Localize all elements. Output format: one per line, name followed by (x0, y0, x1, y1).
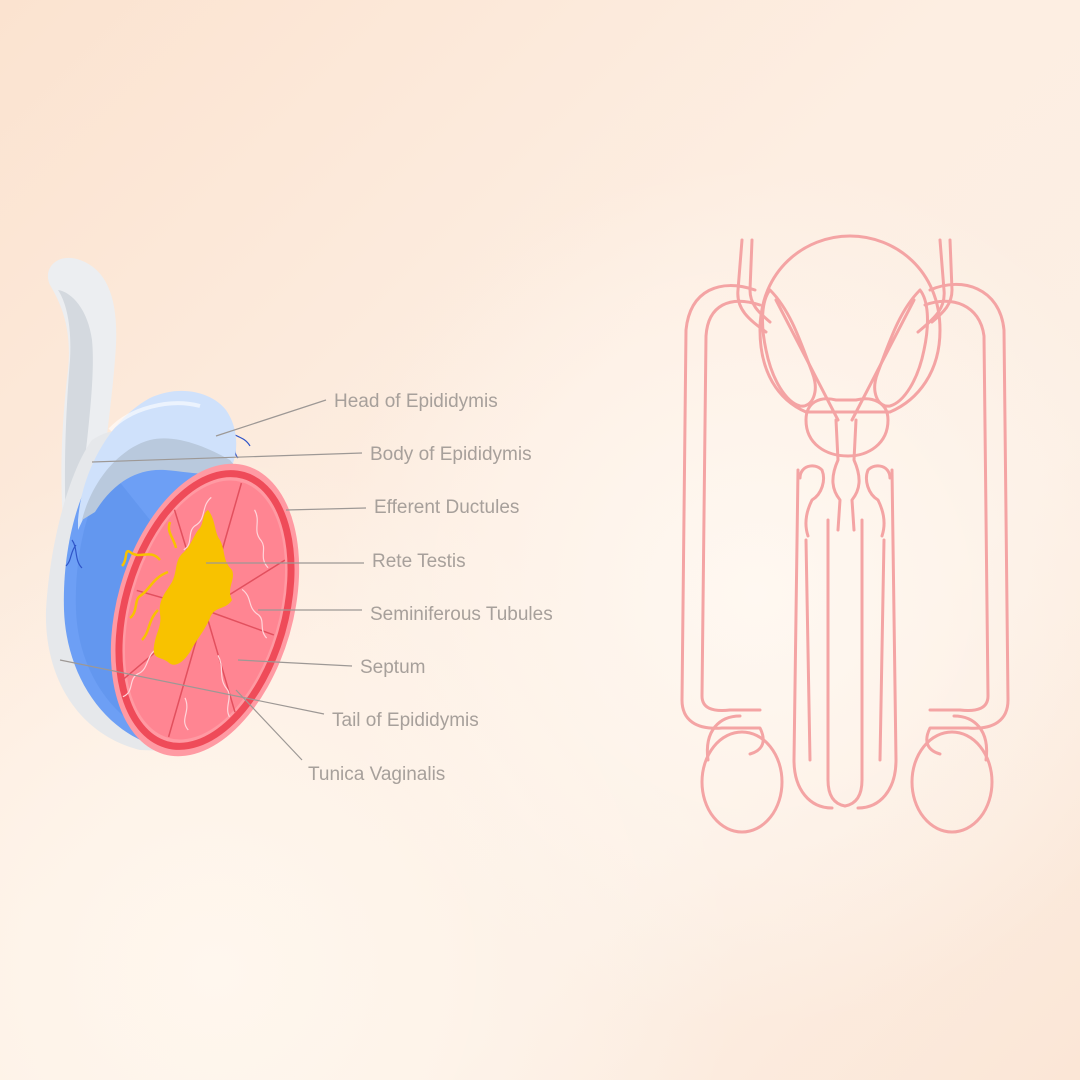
leader-efferent (285, 507, 367, 511)
outline-shaft-right (856, 468, 898, 810)
label-body-of-epididymis: Body of Epididymis (370, 444, 532, 465)
leader-lines (59, 399, 367, 761)
outline-bulbo-right (864, 464, 892, 538)
leader-head (215, 399, 327, 437)
outline-vas-right-inner (923, 299, 990, 712)
label-septum: Septum (360, 657, 426, 678)
outline-ureter-left (736, 238, 768, 334)
label-rete-testis: Rete Testis (372, 551, 466, 572)
vein-left (65, 539, 83, 569)
outline-shaft-inner-right (843, 518, 864, 808)
outline-shaft-left (792, 468, 834, 810)
outline-seminal-left (761, 288, 817, 408)
outline-duct-left (774, 298, 840, 422)
outline-vas-left-inner (700, 299, 762, 712)
leader-tunica (235, 689, 303, 761)
seminiferous-tubules-squiggles (122, 496, 269, 731)
spermatic-cord-shadow (58, 290, 93, 560)
label-efferent-ductules: Efferent Ductules (374, 497, 520, 518)
label-seminiferous-tubules: Seminiferous Tubules (370, 604, 553, 625)
rete-testis-tubules (121, 521, 178, 641)
outline-urethra (831, 418, 842, 532)
outline-ureter-right (916, 238, 946, 334)
outline-prostate (804, 397, 890, 458)
outline-shaft-inner-left (826, 518, 847, 808)
epididymis-highlight (108, 401, 201, 432)
outline-bulbo-left (798, 464, 826, 538)
testis-red-ring (115, 470, 295, 750)
label-tail-of-epididymis: Tail of Epididymis (332, 710, 479, 731)
outline-vas-left-outer (680, 284, 765, 756)
outline-corpus-right (878, 538, 886, 762)
outline-ureter-left-inner (748, 238, 772, 324)
outline-duct-right (850, 298, 916, 422)
outline-testis-left-shell (705, 714, 742, 762)
label-tunica-vaginalis: Tunica Vaginalis (308, 764, 446, 785)
outline-corpus-left (804, 538, 812, 762)
leader-septum (237, 659, 353, 667)
rete-testis (153, 510, 233, 665)
outline-urethra-right (850, 418, 861, 532)
outline-testis-right (910, 730, 994, 834)
label-head-of-epididymis: Head of Epididymis (334, 391, 498, 412)
outline-seminal-right (873, 288, 929, 408)
leader-body (91, 452, 363, 463)
leader-tail (59, 659, 325, 715)
outline-testis-left (700, 730, 784, 834)
outline-vas-right-outer (925, 282, 1010, 756)
outline-testis-right-shell (952, 714, 989, 762)
outline-bladder (758, 234, 942, 414)
outline-ureter-right-inner (930, 238, 954, 324)
